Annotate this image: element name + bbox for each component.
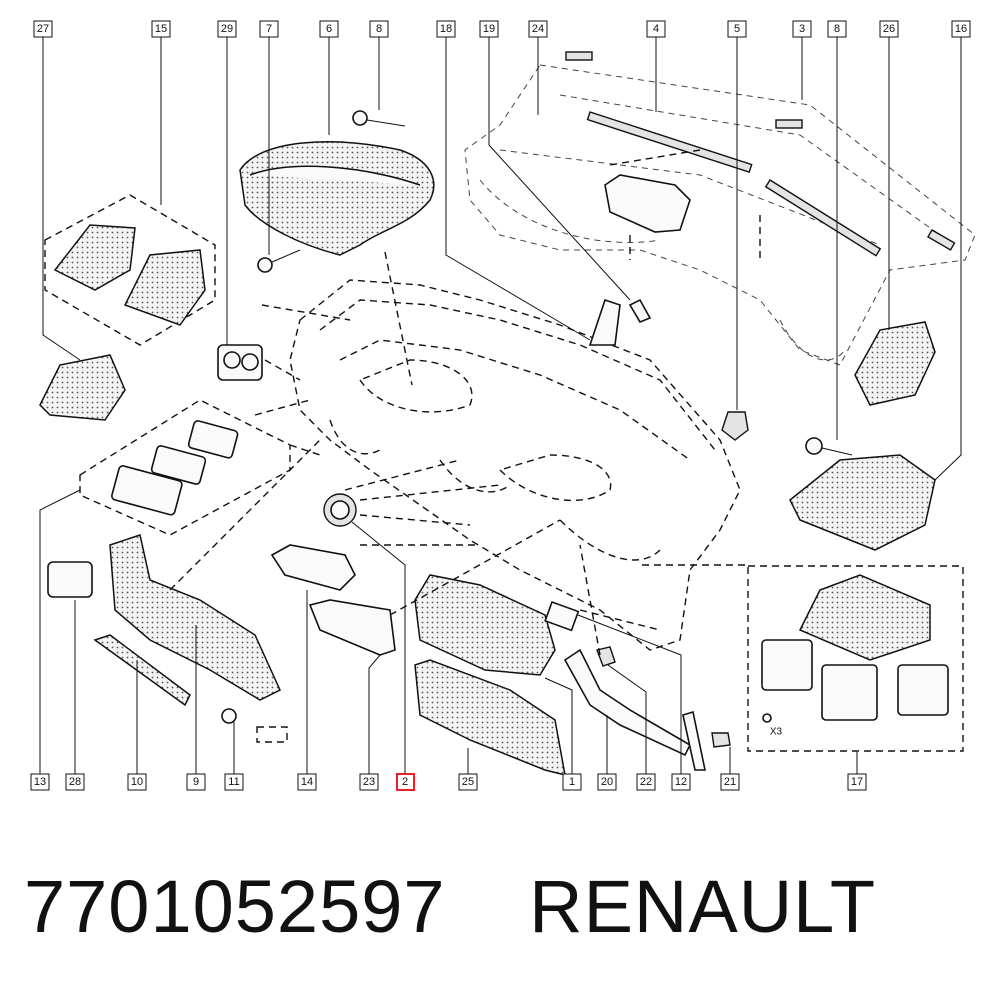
- bracket-19: [628, 298, 652, 323]
- callout-labels: 27 15 29 7 6 8 18 19 24 4 5 3 8 26 16 13…: [30, 20, 971, 791]
- callout-7: 7: [266, 23, 272, 35]
- callout-10: 10: [131, 776, 143, 788]
- callout-4: 4: [653, 23, 659, 35]
- vent-strip-4: [586, 111, 753, 174]
- bracket-17c: [897, 664, 949, 716]
- cover-10: [93, 634, 191, 707]
- clip-3a: [565, 51, 593, 61]
- callout-8-top: 8: [376, 23, 382, 35]
- exploded-dashboard-diagram: X3: [30, 20, 976, 791]
- switch-13a: [111, 465, 183, 516]
- screw-17: [762, 713, 772, 723]
- part-number: 7701052597: [24, 865, 446, 948]
- round-vent-2-inner: [330, 500, 350, 520]
- screw-7-shank: [271, 249, 301, 263]
- speaker-grille-26: [854, 321, 936, 406]
- clip-5: [721, 411, 749, 441]
- label-box-11: [256, 726, 288, 743]
- callout-15: 15: [155, 23, 167, 35]
- callout-26: 26: [883, 23, 895, 35]
- tray-23: [308, 599, 396, 656]
- switch-29-knob-a: [223, 351, 241, 369]
- callout-2-highlighted: 2: [402, 776, 408, 788]
- screw-11: [221, 708, 237, 724]
- screw-7: [257, 257, 273, 273]
- trim-12: [682, 710, 706, 771]
- glovebox-door-25: [414, 659, 566, 777]
- glovebox-lid-1: [414, 574, 556, 676]
- switch-13c: [187, 420, 239, 459]
- group-box-15: [44, 194, 216, 346]
- screw-8b: [805, 437, 823, 455]
- callout-19: 19: [483, 23, 495, 35]
- leader-lines: [39, 37, 962, 775]
- switch-28: [47, 561, 93, 598]
- footer-caption: 7701052597 RENAULT: [24, 862, 974, 952]
- callout-12: 12: [675, 776, 687, 788]
- bracket-12: [544, 600, 580, 632]
- bracket-18: [588, 298, 621, 346]
- trim-panel-16: [789, 454, 936, 551]
- callout-29: 29: [221, 23, 233, 35]
- switch-29-knob-b: [241, 353, 259, 371]
- speaker-grille-27: [39, 354, 126, 421]
- callout-25: 25: [462, 776, 474, 788]
- group-box-17: [747, 565, 964, 752]
- callout-22: 22: [640, 776, 652, 788]
- callout-13: 13: [34, 776, 46, 788]
- callout-1: 1: [569, 776, 575, 788]
- brand-name: RENAULT: [529, 865, 877, 948]
- callout-9: 9: [193, 776, 199, 788]
- clip-3b: [775, 119, 803, 129]
- callout-18: 18: [440, 23, 452, 35]
- lower-trim-9: [109, 534, 281, 701]
- callout-23: 23: [363, 776, 375, 788]
- callout-16: 16: [955, 23, 967, 35]
- callout-14: 14: [301, 776, 313, 788]
- upper-dashboard-frame: [464, 64, 976, 366]
- pocket-14: [270, 544, 356, 591]
- dashboard-carcass: [289, 279, 741, 651]
- callout-28: 28: [69, 776, 81, 788]
- switch-13b: [150, 445, 207, 485]
- callout-24: 24: [532, 23, 544, 35]
- speaker-grille-15b: [123, 249, 206, 326]
- callout-21: 21: [724, 776, 736, 788]
- callout-20: 20: [601, 776, 613, 788]
- quantity-note: X3: [770, 727, 783, 738]
- callout-11: 11: [228, 776, 239, 788]
- bracket-17b: [821, 664, 878, 721]
- callout-6: 6: [326, 23, 332, 35]
- bracket-17a: [761, 639, 813, 691]
- duct-20: [563, 648, 692, 757]
- callout-17: 17: [851, 776, 863, 788]
- clip-21: [711, 732, 731, 748]
- speaker-grille-15a: [53, 224, 136, 291]
- screw-8a-shank: [366, 119, 406, 127]
- callout-27: 27: [37, 23, 49, 35]
- callout-5: 5: [734, 23, 740, 35]
- clip-3c: [927, 229, 956, 251]
- callout-8-right: 8: [834, 23, 840, 35]
- screw-8b-shank: [821, 447, 853, 456]
- screw-8a: [352, 110, 368, 126]
- center-vent: [604, 174, 691, 233]
- vent-strip-4b: [764, 179, 882, 257]
- instrument-hood-6-rim: [249, 165, 421, 186]
- assembly-arrows: [169, 149, 761, 656]
- vent-housing-17: [798, 574, 931, 661]
- clip-22: [596, 646, 616, 667]
- callout-3: 3: [799, 23, 805, 35]
